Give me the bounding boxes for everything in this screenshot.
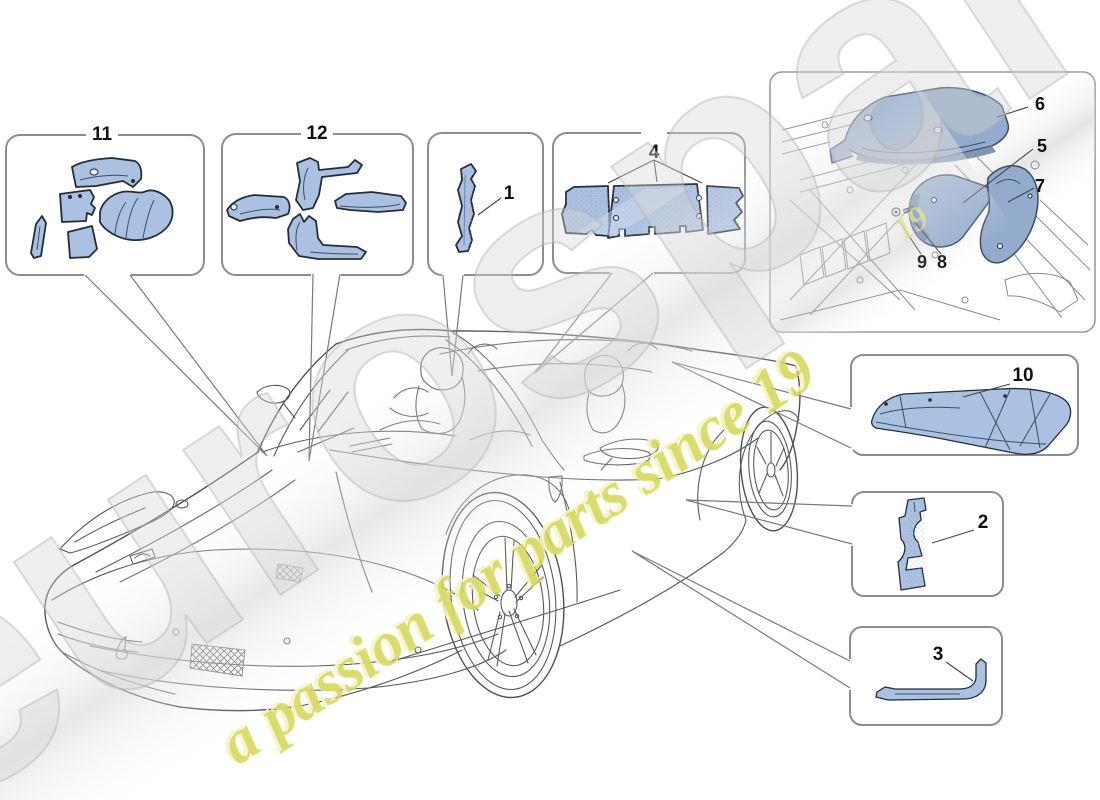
headlight <box>59 491 175 554</box>
label-6: 6 <box>1035 94 1045 114</box>
part-group-1 <box>455 163 502 253</box>
rear-wheel <box>739 406 799 532</box>
label-4: 4 <box>649 142 660 163</box>
label-5: 5 <box>1037 136 1047 156</box>
label-7: 7 <box>1035 176 1045 196</box>
watermark-band <box>0 44 1013 800</box>
callout-box-2 <box>851 491 1004 597</box>
label-2: 2 <box>978 512 989 533</box>
label-10: 10 <box>1012 365 1033 386</box>
part-group-12 <box>226 157 407 260</box>
label-12: 12 <box>306 123 327 144</box>
callout-box-1 <box>427 132 544 276</box>
label-3: 3 <box>933 644 944 665</box>
part-group-2 <box>897 497 975 591</box>
part-group-3 <box>875 658 987 701</box>
callout-labels: 11 12 1 4 10 2 3 <box>86 123 1034 665</box>
pointer-funnel-11 <box>84 274 268 457</box>
pointer-funnel-2 <box>685 499 853 545</box>
label-1: 1 <box>504 183 515 204</box>
part-group-11 <box>30 157 174 259</box>
label-11: 11 <box>92 124 113 145</box>
part-group-10 <box>870 383 1072 455</box>
left-mirror <box>256 384 296 419</box>
pointer-funnel-3 <box>631 550 851 689</box>
